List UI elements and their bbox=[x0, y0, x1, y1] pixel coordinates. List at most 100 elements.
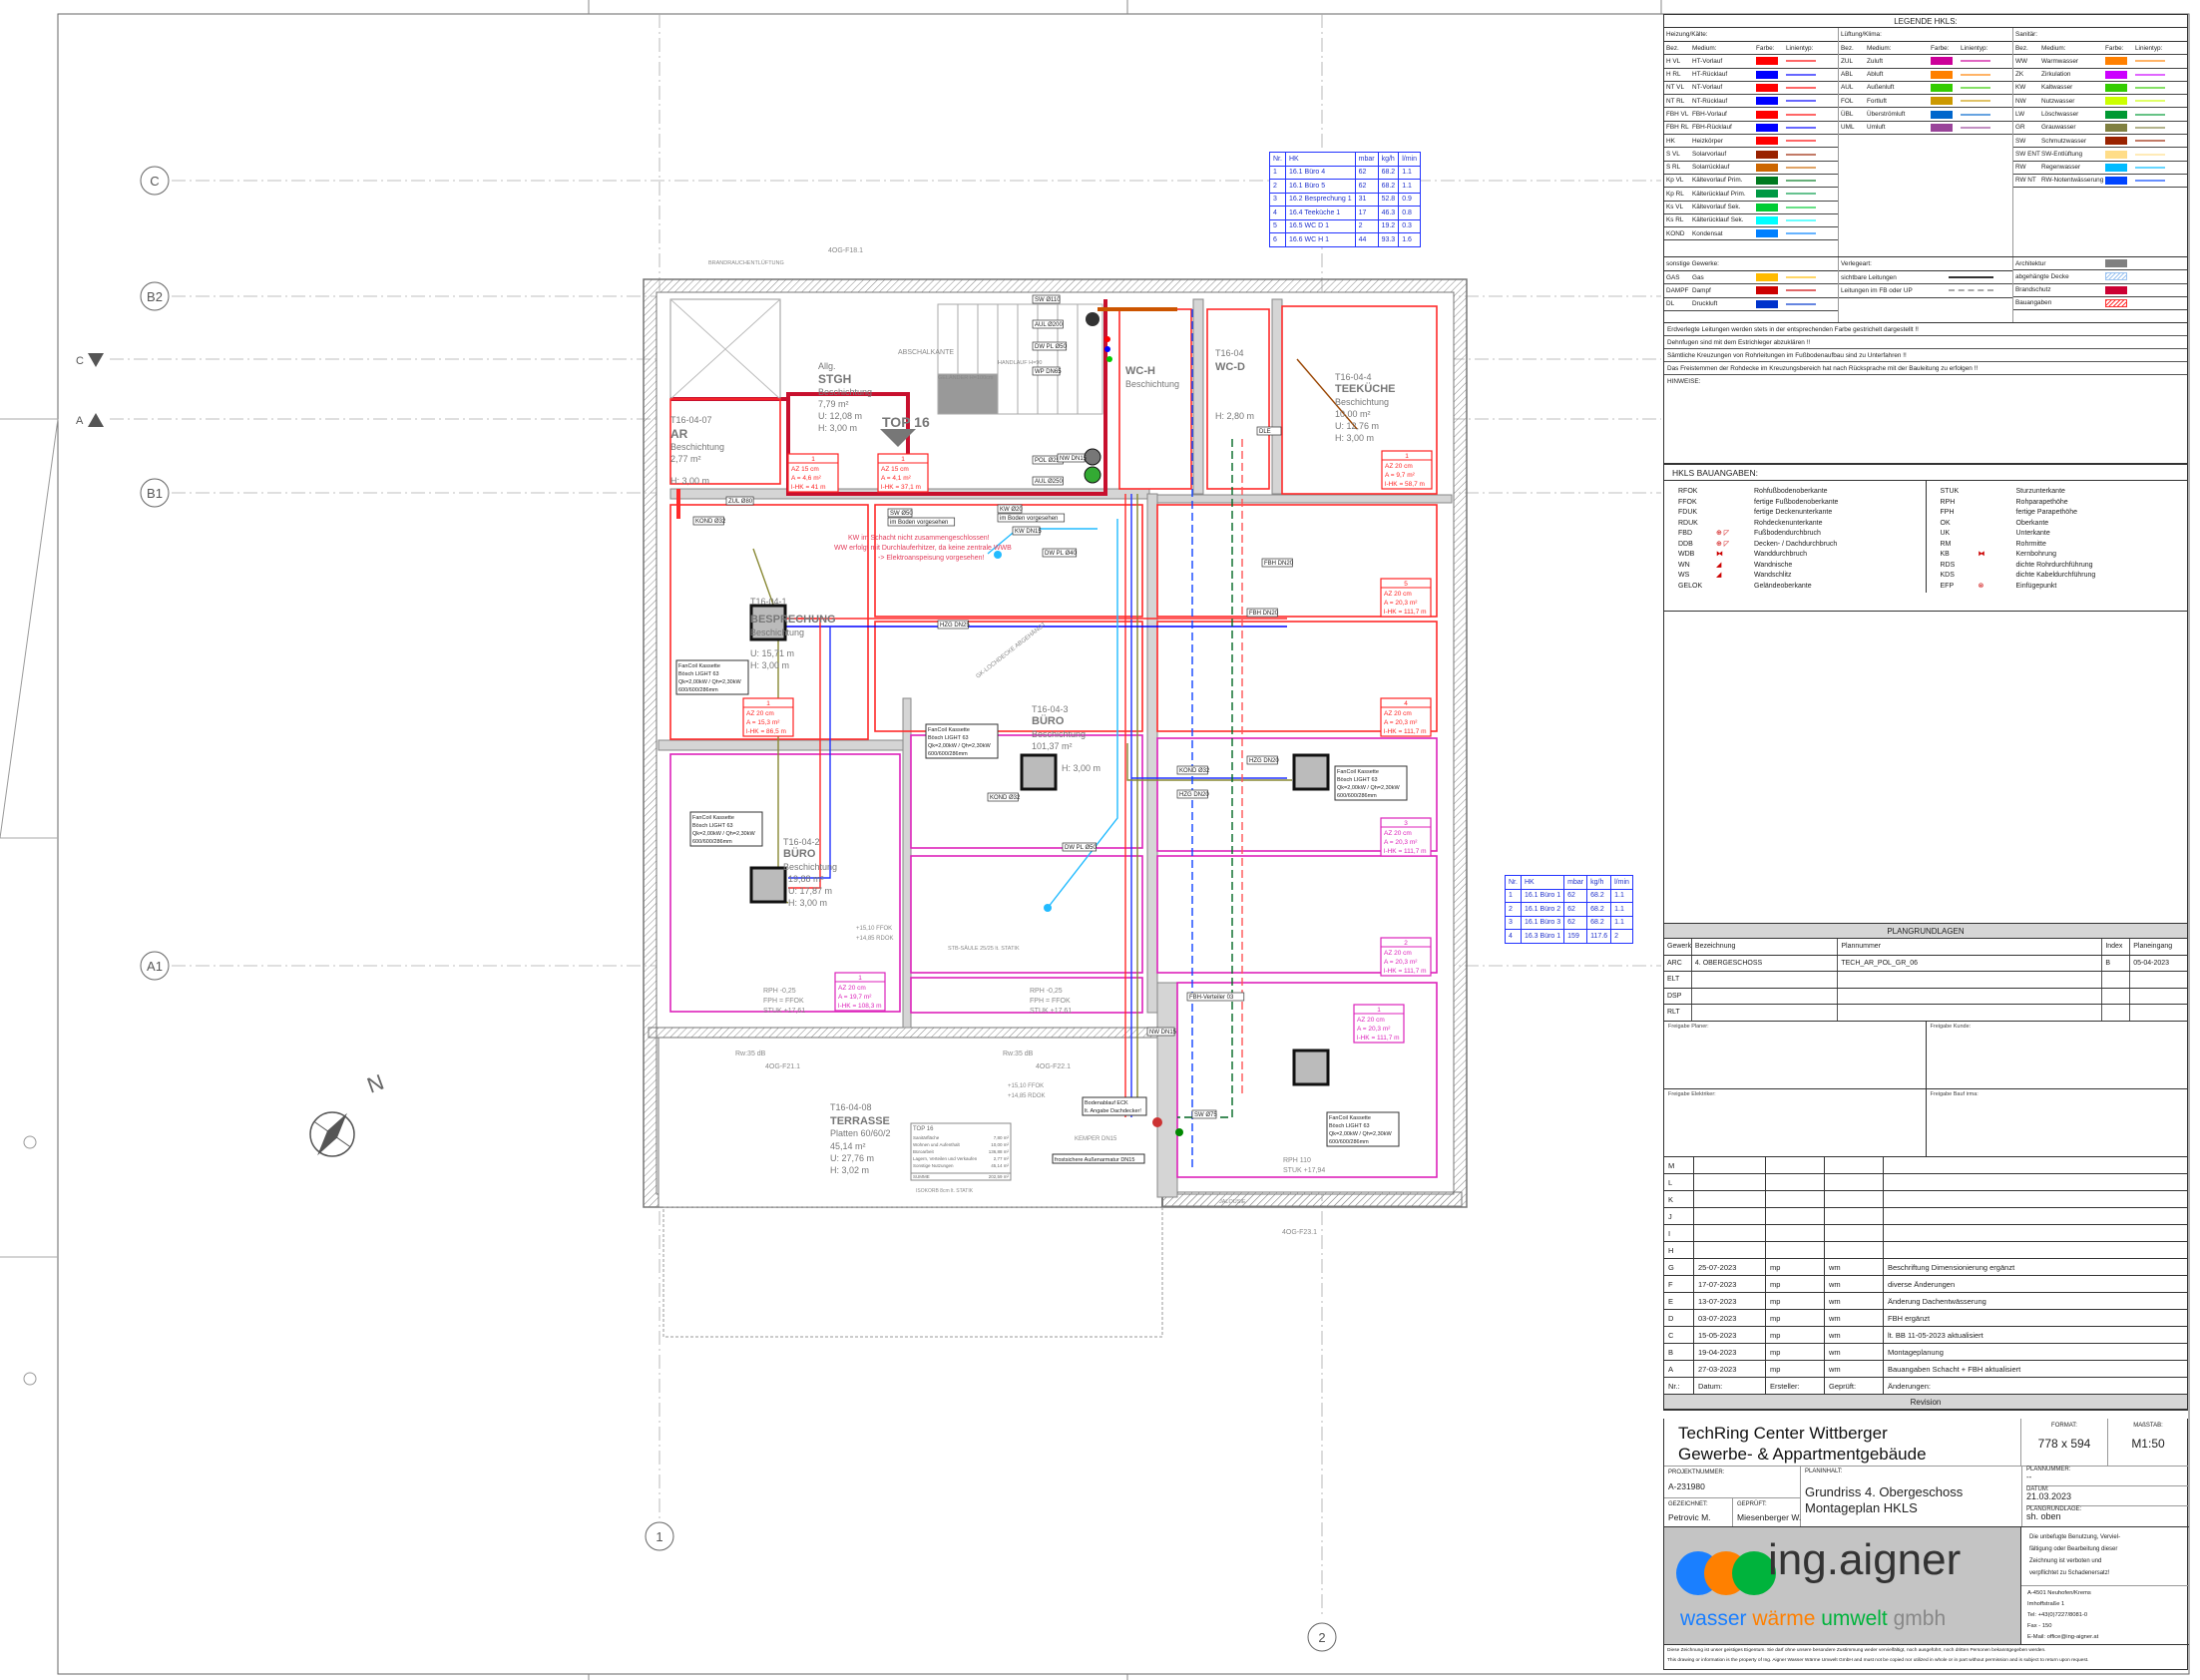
color-swatch bbox=[2105, 285, 2127, 294]
cell bbox=[2130, 989, 2187, 1005]
plangrundlagen-row: DSP bbox=[1664, 988, 2187, 1005]
legend-medium: FBH-Vorlauf bbox=[1692, 110, 1727, 118]
pipe-tag-text: im Boden vorgesehen bbox=[1000, 516, 1058, 522]
svg-text:Beschichtung: Beschichtung bbox=[783, 862, 837, 872]
cell: 16.1 Büro 4 bbox=[1284, 165, 1356, 180]
circuit-length: l-HK = 41 m bbox=[791, 484, 826, 491]
cell: 1.1 bbox=[1398, 165, 1421, 180]
hk-boxes: 1AZ 20 cmA = 15,3 m²l-HK = 86,5 m 1AZ 15 … bbox=[742, 450, 1433, 1044]
line-sample bbox=[2135, 126, 2165, 129]
arch-label: Brandschutz bbox=[2015, 286, 2051, 294]
cell bbox=[1825, 1156, 1884, 1173]
line-sample bbox=[1786, 180, 1816, 183]
legend-code: Kp RL bbox=[1666, 190, 1684, 198]
logo-word-waerme: wärme bbox=[1752, 1607, 1816, 1630]
heating-circuit-label: 1AZ 20 cmA = 15,3 m²l-HK = 86,5 m bbox=[742, 697, 794, 737]
usage-label: Sanitärfläche bbox=[913, 1135, 940, 1140]
description: Kernbohrung bbox=[2015, 551, 2056, 558]
cell bbox=[1884, 1242, 2187, 1258]
cell: 62 bbox=[1563, 902, 1588, 917]
heating-circuit-label: 1AZ 15 cmA = 4,1 m²l-HK = 37,1 m bbox=[877, 453, 929, 493]
svg-text:U: 12,76 m: U: 12,76 m bbox=[1335, 421, 1379, 431]
cell: 62 bbox=[1354, 179, 1379, 194]
legend-code: GR bbox=[2015, 124, 2025, 132]
address-line: E-Mail: office@ing-aigner.at bbox=[2027, 1634, 2099, 1640]
legend-medium: Überströmluft bbox=[1867, 110, 1906, 118]
abbr: FPH bbox=[1940, 509, 1955, 516]
svg-text:600/600/286mm: 600/600/286mm bbox=[928, 751, 968, 757]
legend-medium: Schmutzwasser bbox=[2041, 137, 2087, 145]
freigabe-baufirma[interactable]: Freigabe Bauf irma: bbox=[1930, 1090, 1979, 1097]
color-swatch bbox=[1756, 137, 1778, 146]
description: Geländeoberkante bbox=[1754, 582, 1812, 590]
line-sample bbox=[2135, 73, 2165, 76]
revision-row: H bbox=[1664, 1241, 2187, 1259]
svg-text:STGH: STGH bbox=[818, 372, 851, 386]
circuit-length: l-HK = 58,7 m bbox=[1385, 481, 1425, 488]
svg-text:WW erfolgt mit Durchlauferhitz: WW erfolgt mit Durchlauferhitzer, da kei… bbox=[834, 545, 1012, 552]
legend-ventilation: Lüftung/Klima:Bez.Medium:Farbe:Linientyp… bbox=[1839, 28, 2013, 256]
svg-text:KW im Schacht nicht zusammenge: KW im Schacht nicht zusammengeschlossen! bbox=[848, 535, 990, 542]
svg-text:U: 27,76 m: U: 27,76 m bbox=[830, 1153, 874, 1163]
svg-text:FanCoil Kassette: FanCoil Kassette bbox=[1337, 769, 1379, 775]
svg-text:WC-D: WC-D bbox=[1215, 361, 1245, 373]
abbr: RDS bbox=[1940, 561, 1956, 569]
cell: 1 bbox=[1269, 165, 1286, 180]
symbol-icon bbox=[1716, 519, 1754, 530]
abbr: RM bbox=[1940, 540, 1952, 548]
header-farbe: Farbe: bbox=[2105, 44, 2124, 52]
pipe-spacing: AZ 20 cm bbox=[1384, 710, 1412, 717]
color-swatch bbox=[1931, 97, 1953, 106]
symbol-icon: ⧓ bbox=[1978, 551, 1985, 558]
circuit-number: 5 bbox=[1404, 581, 1408, 588]
svg-text:Beschichtung: Beschichtung bbox=[1335, 397, 1389, 407]
bauangabe-row: KB⧓Kernbohrung bbox=[1941, 550, 2188, 561]
cell: 159 bbox=[1563, 929, 1588, 944]
plan-meta-cell: PLANNUMMER:-- DATUM:21.03.2023 PLANGRUND… bbox=[2021, 1467, 2189, 1526]
hinweise-label: HINWEISE: bbox=[1667, 378, 1701, 385]
abbr: UK bbox=[1940, 530, 1951, 537]
freigabe-elektriker[interactable]: Freigabe Elektriker: bbox=[1664, 1088, 1927, 1156]
cell bbox=[2130, 1005, 2187, 1021]
column-header: l/min bbox=[1610, 875, 1633, 890]
column-header: Nr. bbox=[1269, 152, 1286, 167]
header-bez: Bez. bbox=[1841, 44, 1854, 52]
legend-code: FOL bbox=[1841, 97, 1854, 105]
svg-text:Rw:35 dB: Rw:35 dB bbox=[1003, 1050, 1034, 1057]
line-sample bbox=[2135, 180, 2165, 183]
pipe-tag: AUL Ø250 bbox=[1032, 476, 1064, 486]
legend-code: RW NT bbox=[2015, 177, 2036, 185]
svg-text:TERRASSE: TERRASSE bbox=[830, 1115, 890, 1127]
cell: 62 bbox=[1354, 165, 1379, 180]
freigabe-kunde[interactable]: Freigabe Kunde: bbox=[1930, 1023, 1972, 1030]
cell bbox=[1766, 1224, 1825, 1241]
svg-text:600/600/286mm: 600/600/286mm bbox=[1337, 793, 1377, 799]
cell: 68.2 bbox=[1586, 915, 1612, 930]
svg-text:GELÄNDER H=100cm: GELÄNDER H=100cm bbox=[938, 374, 994, 381]
header-medium: Medium: bbox=[1867, 44, 1892, 52]
legend-medium: Kaltwasser bbox=[2041, 84, 2073, 92]
content-cell: PLANINHALT: Grundriss 4. Obergeschoss Mo… bbox=[1805, 1469, 2019, 1526]
color-swatch bbox=[2105, 177, 2127, 186]
project-title-line1: TechRing Center Wittberger bbox=[1678, 1424, 1888, 1443]
cell bbox=[1694, 1207, 1766, 1224]
freigabe-planer[interactable]: Freigabe Planer: bbox=[1664, 1021, 1927, 1088]
legend-code: SW ENT bbox=[2015, 150, 2040, 158]
cell: wm bbox=[1825, 1258, 1884, 1275]
circuit-area: A = 20,3 m² bbox=[1384, 839, 1418, 846]
